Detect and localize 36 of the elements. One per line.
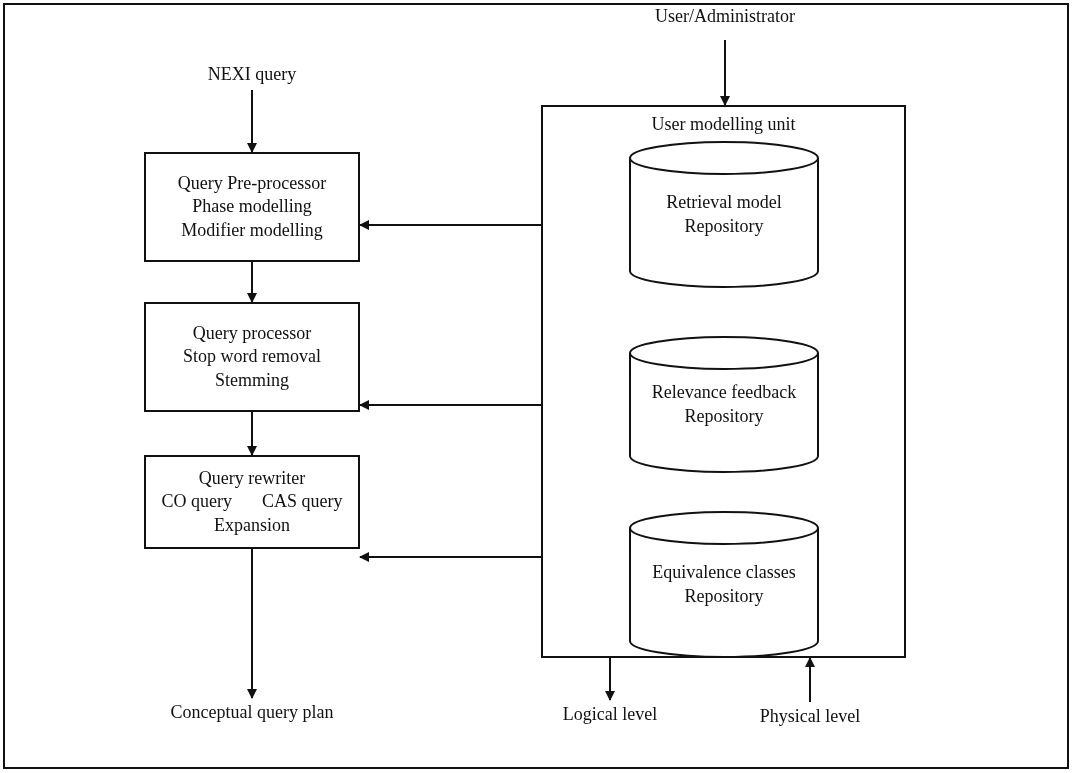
arrow: [247, 89, 257, 153]
repository-label: Equivalence classes Repository: [651, 561, 797, 608]
box-text: Stop word removal: [183, 345, 321, 369]
process-box: [144, 152, 360, 262]
repository-label: Retrieval model Repository: [665, 191, 783, 238]
arrow: [247, 411, 257, 456]
unit-box: [541, 105, 906, 658]
arrow: [359, 220, 542, 230]
box-text: CAS query: [262, 490, 343, 514]
unit-heading: User modelling unit: [651, 113, 796, 136]
text-label: User/Administrator: [640, 2, 810, 32]
repository-cylinder: [629, 142, 819, 287]
text-label: Conceptual query plan: [150, 698, 354, 728]
arrow: [247, 261, 257, 303]
box-text: Modifier modelling: [181, 218, 323, 242]
box-heading: Query rewriter: [198, 466, 306, 490]
arrow: [359, 552, 542, 562]
repository-cylinder: [629, 512, 819, 657]
box-heading: Query Pre-processor: [177, 171, 327, 195]
arrow: [720, 39, 730, 106]
process-box: [144, 302, 360, 412]
repository-label: Relevance feedback Repository: [650, 381, 798, 428]
text-label: Physical level: [745, 702, 875, 732]
repository-cylinder: [629, 337, 819, 472]
box-text: Expansion: [214, 513, 290, 537]
process-box: [144, 455, 360, 549]
arrow: [805, 657, 815, 703]
box-text: CO query: [161, 490, 232, 514]
box-text: Phase modelling: [192, 195, 312, 219]
arrow: [247, 548, 257, 699]
text-label: Logical level: [550, 700, 670, 730]
text-label: NEXI query: [182, 60, 322, 90]
arrow: [605, 657, 615, 701]
box-text: Stemming: [215, 368, 289, 392]
box-heading: Query processor: [192, 321, 312, 345]
arrow: [359, 400, 542, 410]
